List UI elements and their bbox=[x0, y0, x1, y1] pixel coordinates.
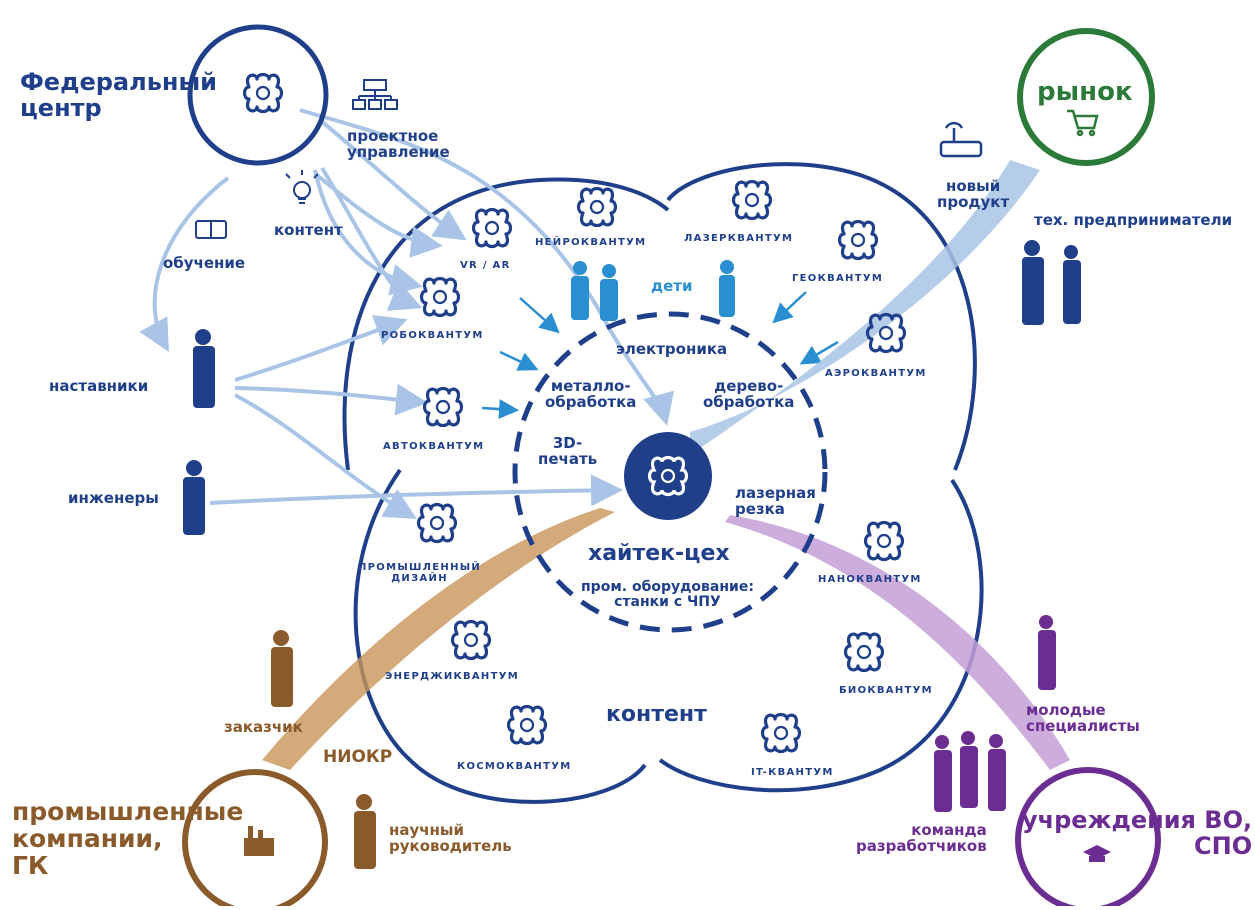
customer-figure bbox=[271, 630, 293, 707]
engineer-figure bbox=[183, 460, 205, 535]
content-label: контент bbox=[274, 221, 343, 239]
3d-printing-label: 3D- печать bbox=[538, 434, 598, 469]
university-circle bbox=[1015, 767, 1161, 910]
industry-circle bbox=[182, 769, 328, 910]
supervisor-figure bbox=[354, 794, 376, 869]
young-specialists-label: молодые специалисты bbox=[1026, 701, 1140, 736]
flow-arrows bbox=[139, 108, 674, 520]
cart-icon bbox=[1067, 109, 1099, 137]
aero-quantum-label: АЭРОКВАНТУМ bbox=[825, 368, 927, 379]
people bbox=[183, 240, 1081, 869]
niokr-label: НИОКР bbox=[323, 747, 393, 767]
supervisor-label: научный руководитель bbox=[389, 821, 512, 856]
electronics-label: электроника bbox=[616, 340, 728, 358]
training-label: обучение bbox=[163, 254, 246, 272]
project-mgmt-label: проектное управление bbox=[347, 127, 450, 162]
universities-label: учреждения ВО, СПО bbox=[1022, 806, 1253, 860]
clover-outline bbox=[342, 162, 984, 804]
workshop-circle bbox=[512, 311, 828, 633]
it-quantum-label: IT-КВАНТУМ bbox=[751, 767, 834, 778]
customer-label: заказчик bbox=[224, 718, 303, 736]
cosmo-quantum-label: КОСМОКВАНТУМ bbox=[457, 761, 572, 772]
market-label: рынок bbox=[1037, 77, 1133, 107]
router-icon bbox=[939, 121, 983, 158]
graduation-cap-icon bbox=[1083, 845, 1111, 862]
young-specialist-figure bbox=[1038, 615, 1056, 690]
hitech-label: хайтек-цех bbox=[588, 541, 730, 566]
metal-label: металло- обработка bbox=[545, 377, 637, 412]
book-icon bbox=[195, 220, 227, 239]
children-label: дети bbox=[651, 277, 693, 295]
neuro-quantum-label: НЕЙРОКВАНТУМ bbox=[535, 237, 647, 248]
university-flow bbox=[725, 515, 1070, 770]
nano-quantum-label: НАНОКВАНТУМ bbox=[818, 574, 922, 585]
hub-icon bbox=[647, 455, 689, 497]
dev-team-figures bbox=[934, 731, 1006, 812]
federal-circle bbox=[187, 24, 329, 166]
wood-label: дерево- обработка bbox=[703, 377, 795, 412]
energy-quantum-label: ЭНЕРДЖИКВАНТУМ bbox=[385, 671, 519, 682]
industrial-design-label: ПРОМЫШЛЕННЫЙ ДИЗАЙН bbox=[358, 562, 482, 584]
bio-quantum-label: БИОКВАНТУМ bbox=[839, 685, 933, 696]
content-center-label: контент bbox=[606, 702, 707, 727]
geo-quantum-label: ГЕОКВАНТУМ bbox=[792, 273, 884, 284]
kids-arrows bbox=[481, 291, 839, 420]
children-figures bbox=[571, 260, 735, 321]
factory-icon bbox=[244, 826, 274, 856]
engineers-label: инженеры bbox=[68, 489, 159, 507]
federal-center-label: Федеральный центр bbox=[20, 68, 217, 122]
entrepreneurs-label: тех. предприниматели bbox=[1034, 211, 1233, 229]
industry-label: промышленные компании, ГК bbox=[12, 797, 244, 880]
industry-flow bbox=[262, 508, 615, 770]
hitech-hub bbox=[624, 432, 712, 520]
mentors-label: наставники bbox=[49, 377, 149, 395]
vr-ar-label: VR / AR bbox=[460, 260, 511, 271]
lightbulb-icon bbox=[285, 170, 319, 204]
laser-quantum-label: ЛАЗЕРКВАНТУМ bbox=[684, 233, 794, 244]
market-flow bbox=[690, 160, 1040, 455]
laser-cutting-label: лазерная резка bbox=[735, 484, 816, 519]
equipment-label: пром. оборудование: станки с ЧПУ bbox=[581, 579, 754, 611]
market-circle bbox=[1017, 28, 1155, 166]
dev-team-label: команда разработчиков bbox=[856, 821, 987, 856]
new-product-label: новый продукт bbox=[937, 177, 1010, 212]
mentor-figure bbox=[193, 329, 215, 408]
network-icon bbox=[352, 79, 398, 110]
robo-quantum-label: РОБОКВАНТУМ bbox=[381, 330, 484, 341]
auto-quantum-label: АВТОКВАНТУМ bbox=[383, 441, 485, 452]
entrepreneur-figures bbox=[1022, 240, 1081, 325]
